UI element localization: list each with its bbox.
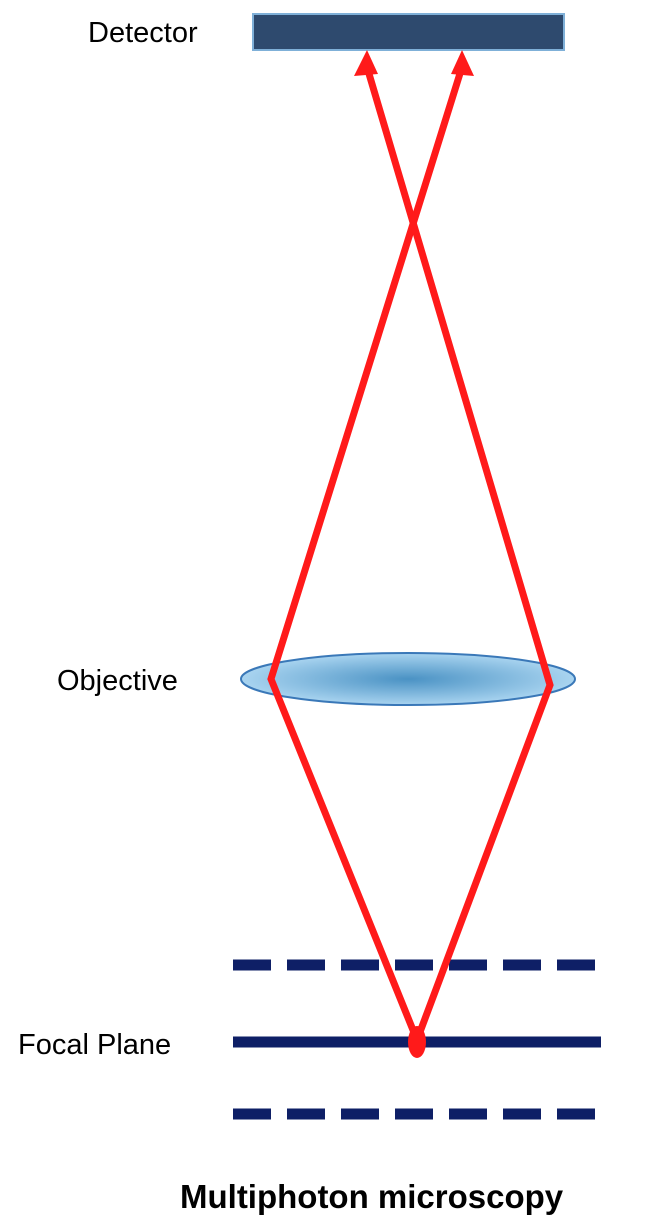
diagram-caption: Multiphoton microscopy	[180, 1178, 564, 1215]
objective-label: Objective	[57, 665, 178, 697]
left-arrowhead	[354, 50, 378, 76]
right-beam-path	[363, 63, 554, 1044]
focal-plane-label: Focal Plane	[18, 1029, 171, 1061]
right-arrowhead	[451, 50, 474, 76]
detector-label: Detector	[88, 17, 198, 49]
left-beam-path	[267, 63, 466, 1044]
detector-bar	[252, 13, 565, 51]
focal-point	[408, 1026, 426, 1058]
objective-lens	[240, 652, 576, 706]
